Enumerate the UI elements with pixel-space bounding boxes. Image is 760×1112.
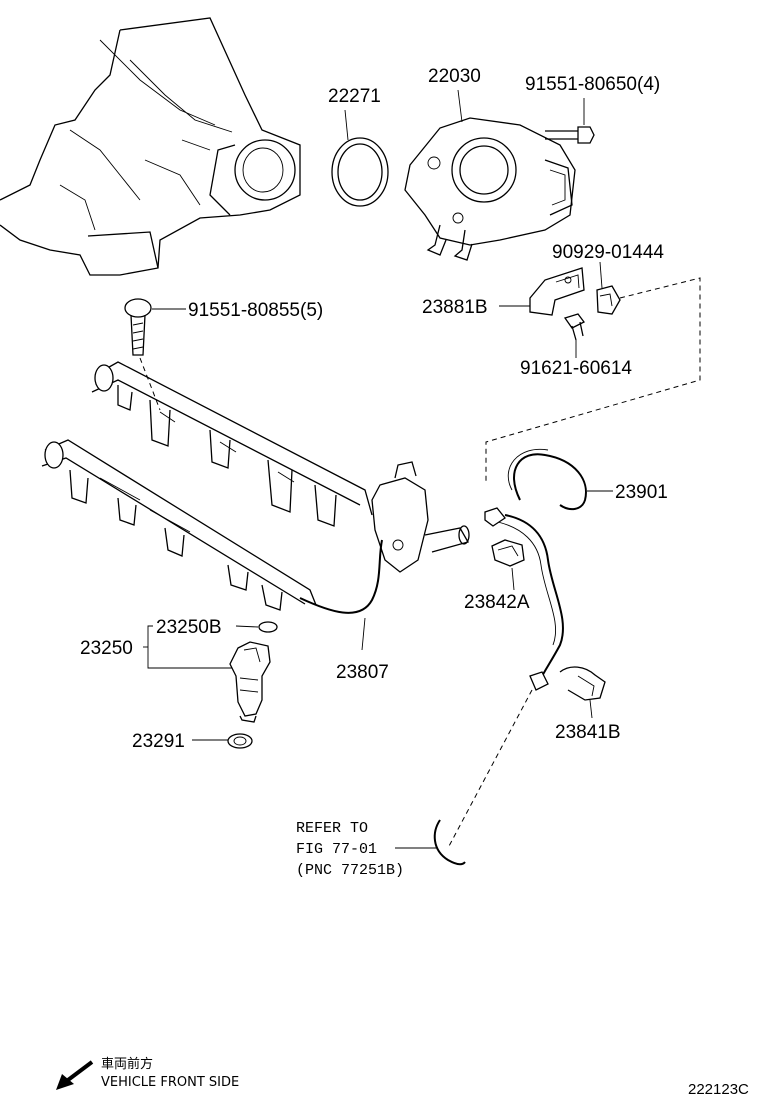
dashed-leader-lines [485,277,701,482]
label-23841b: 23841B [555,722,621,743]
arrow-down-left-icon [56,1060,94,1090]
injector-leader-lines [143,625,259,741]
vehicle-front-label-jp: 車両前方 [101,1056,153,1072]
label-23881b: 23881B [422,297,488,318]
fuel-rail-upper-illustration [91,361,373,527]
reference-note-line-3: (PNC 77251B) [296,862,404,879]
fuel-hose-23901-illustration [484,448,613,691]
label-91551-80650: 91551-80650(4) [525,74,660,95]
intake-manifold-illustration [0,17,301,276]
clip-23841b-illustration [559,666,606,719]
label-23291: 23291 [132,731,185,752]
reference-note-line-1: REFER TO [296,820,368,837]
bracket-23881b-illustration [499,261,621,358]
reference-tube-illustration [395,689,533,866]
figure-code: 222123C [688,1081,749,1098]
label-23807: 23807 [336,662,389,683]
vehicle-front-label-en: VEHICLE FRONT SIDE [101,1075,239,1090]
fuel-rail-lower-illustration [41,439,317,611]
reference-note-line-2: FIG 77-01 [296,841,377,858]
injector-23250-illustration [227,621,278,749]
label-23842a: 23842A [464,592,530,613]
label-91621-60614: 91621-60614 [520,358,632,379]
pulsation-damper-illustration [371,461,470,573]
label-23250: 23250 [80,638,133,659]
bolt-91551-80855-illustration [124,298,186,411]
label-22271: 22271 [328,86,381,107]
label-90929-01444: 90929-01444 [552,242,664,263]
gasket-22271-illustration [331,109,389,207]
label-91551-80855: 91551-80855(5) [188,300,323,321]
clip-23842a-illustration [491,539,525,591]
label-22030: 22030 [428,66,481,87]
fuel-tube-23807-illustration [299,539,383,651]
throttle-body-22030-illustration [404,89,576,261]
label-23250b: 23250B [156,617,222,638]
label-23901: 23901 [615,482,668,503]
bolt-91551-80650-illustration [545,98,595,144]
